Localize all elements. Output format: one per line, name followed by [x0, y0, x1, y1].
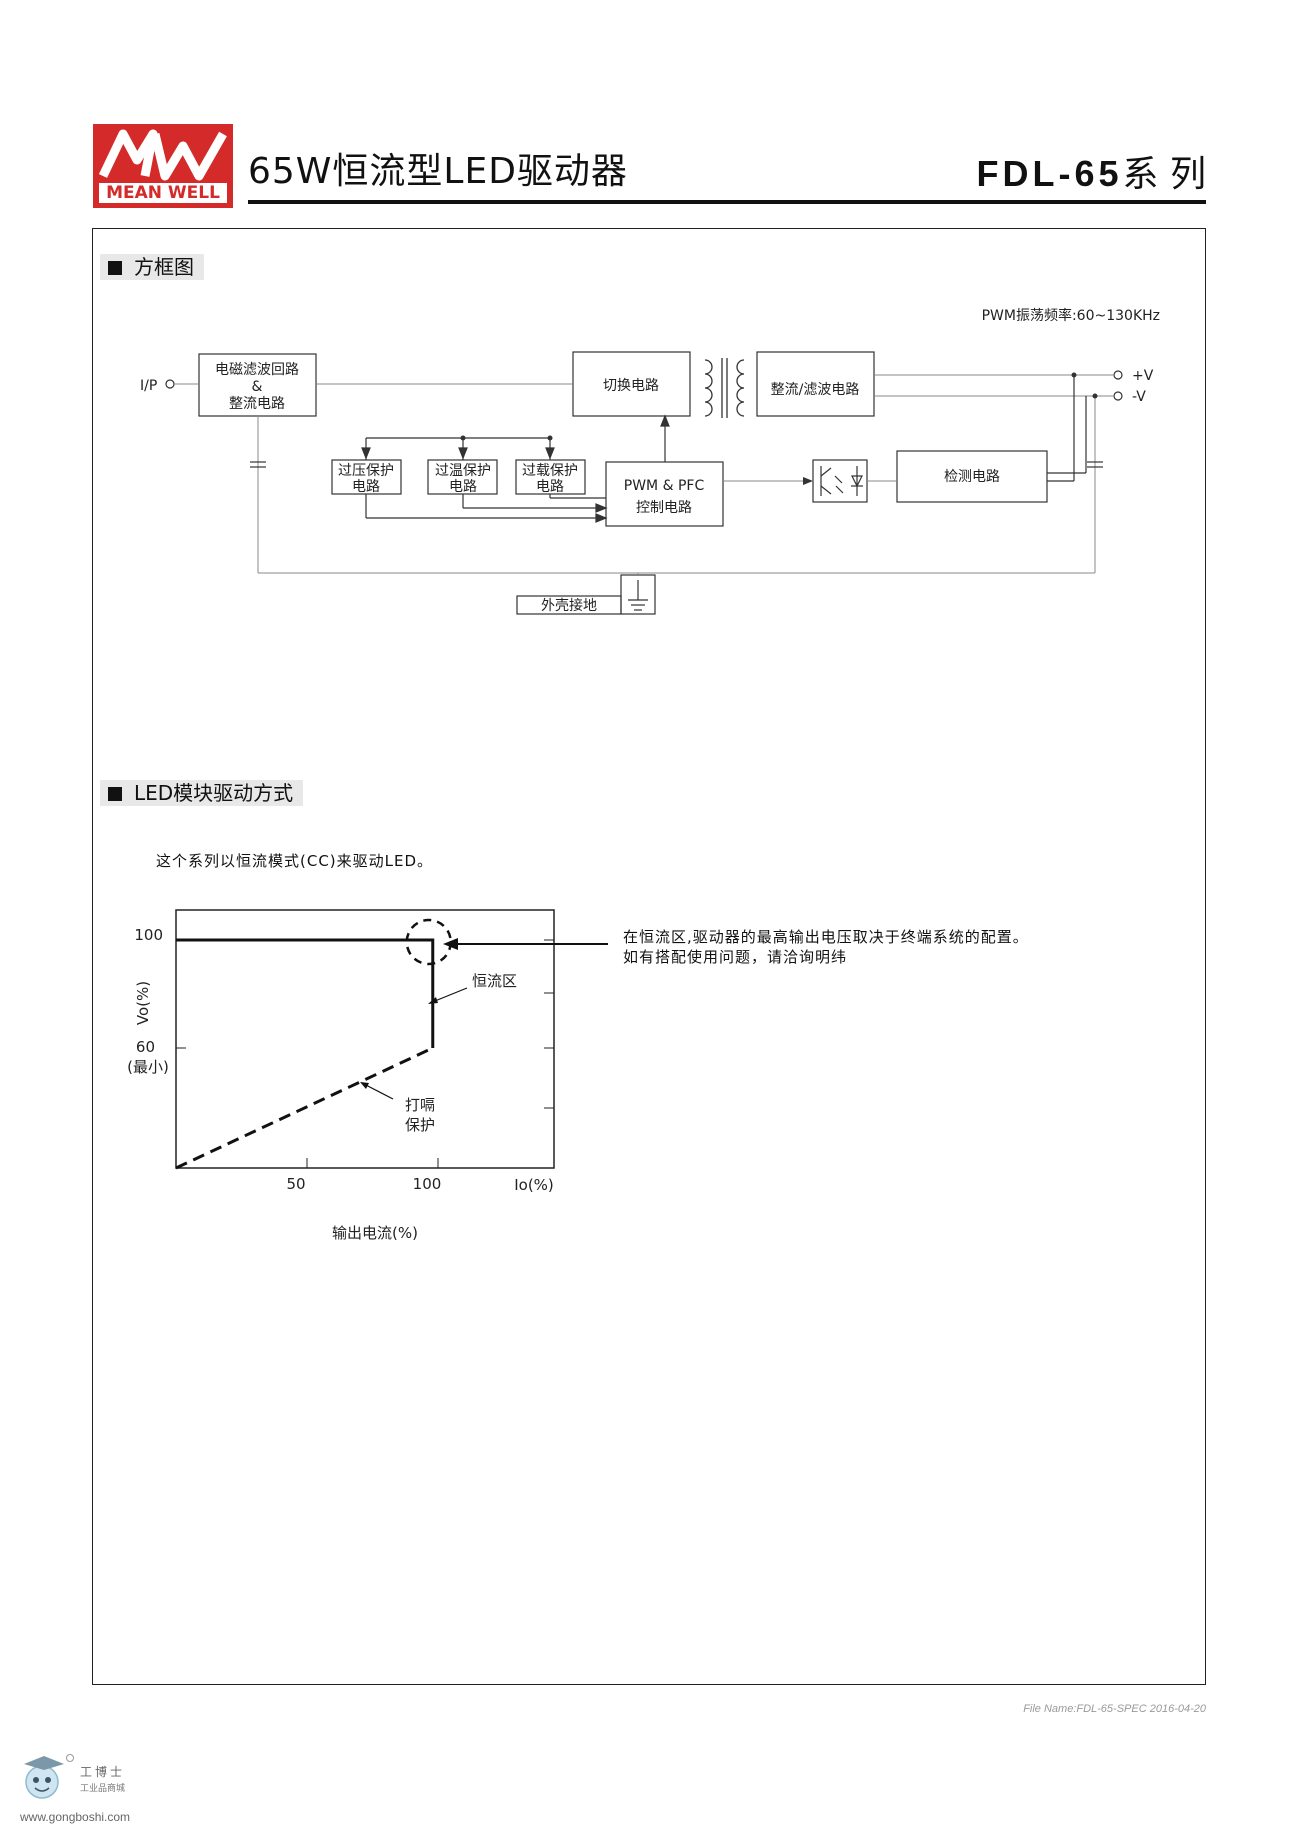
watermark-brand: 工博士: [80, 1765, 126, 1779]
minus-v-label: -V: [1132, 389, 1146, 405]
ovp-label-1: 过压保护: [338, 463, 394, 479]
note-arrowhead: [443, 938, 458, 950]
optocoupler-icon: [820, 466, 863, 496]
x-tick-100: 100: [413, 1175, 442, 1193]
hiccup-label-1: 打嗝: [405, 1096, 435, 1114]
cc-corner-highlight-circle: [405, 918, 453, 966]
hiccup-pointer-head: [360, 1082, 369, 1089]
series-suffix: 系 列: [1122, 154, 1206, 195]
plus-v-label: +V: [1132, 368, 1154, 384]
x-axis-label: 输出电流(%): [332, 1224, 418, 1242]
file-name-footer: File Name:FDL-65-SPEC 2016-04-20: [1023, 1703, 1206, 1715]
ground-icon: [628, 580, 648, 611]
mascot-logo-icon: [24, 1754, 74, 1799]
olp-label-2: 电路: [536, 479, 564, 495]
x-axis-unit-label: Io(%): [514, 1176, 554, 1194]
block-diagram: PWM振荡频率:60~130KHz I/P +V -V 电磁滤波回路 & 整流电…: [140, 307, 1160, 615]
cc-note-line-2: 如有搭配使用问题，请洽询明纬: [623, 948, 848, 966]
switching-label: 切换电路: [603, 377, 659, 394]
y-tick-60-sub: (最小): [127, 1058, 169, 1076]
ground-label: 外壳接地: [541, 597, 597, 614]
y-tick-100: 100: [134, 926, 163, 944]
rectifier-box: [756, 351, 875, 417]
y-axis-label: Vo(%): [134, 981, 152, 1025]
bullet-square-icon: [108, 787, 122, 801]
detection-box: [896, 450, 1048, 503]
section-heading-block-diagram: 方框图: [100, 254, 204, 280]
section-heading-drive-mode: LED模块驱动方式: [100, 780, 304, 806]
emi-label-3: 整流电路: [229, 396, 285, 412]
otp-label-2: 电路: [449, 479, 477, 495]
pwm-pfc-label-1: PWM & PFC: [624, 478, 705, 494]
series-code: FDL-65: [976, 153, 1123, 194]
y-tick-60: 60: [136, 1038, 155, 1056]
drive-mode-heading-text: LED模块驱动方式: [134, 781, 294, 805]
detection-label: 检测电路: [944, 469, 1000, 485]
block-diagram-heading-text: 方框图: [134, 255, 194, 279]
series-line-solid: [176, 938, 435, 1048]
cc-note-line-1: 在恒流区,驱动器的最高输出电压取决于终端系统的配置。: [623, 928, 1029, 946]
input-terminal-label: I/P: [140, 378, 157, 394]
series-line-dashed: [175, 1046, 434, 1170]
chart-plot-area: [175, 909, 555, 1169]
mw-logo-mark: [98, 129, 227, 181]
content-frame: [92, 228, 1206, 1685]
logo-brand-text: MEAN WELL: [99, 183, 227, 203]
cc-region-label: 恒流区: [472, 972, 517, 990]
page-title: 65W恒流型LED驱动器: [248, 151, 628, 192]
mean-well-logo: MEAN WELL: [93, 124, 233, 208]
cc-chart: 100 60 (最小) Vo(%) 50 100 Io(%) 输出电流(%) 恒…: [127, 909, 608, 1242]
watermark-url: www.gongboshi.com: [20, 1810, 131, 1824]
emi-label-1: 电磁滤波回路: [215, 362, 299, 378]
pwm-pfc-label-2: 控制电路: [636, 500, 692, 516]
x-tick-50: 50: [286, 1175, 305, 1193]
watermark-sub: 工业品商城: [80, 1784, 126, 1794]
transformer-icon: [704, 358, 745, 418]
emi-label-2: &: [252, 379, 263, 395]
bullet-square-icon: [108, 261, 122, 275]
otp-label-1: 过温保护: [435, 463, 491, 479]
rectifier-label: 整流/滤波电路: [771, 382, 860, 398]
ovp-label-2: 电路: [352, 479, 380, 495]
header-rule: [248, 200, 1206, 204]
olp-label-1: 过载保护: [522, 463, 578, 479]
drive-mode-description: 这个系列以恒流模式(CC)来驱动LED。: [156, 852, 434, 870]
cc-pointer-head: [428, 997, 438, 1004]
hiccup-label-2: 保护: [405, 1116, 435, 1134]
pwm-frequency-note: PWM振荡频率:60~130KHz: [982, 307, 1160, 324]
series-title: FDL-65系 列: [977, 152, 1206, 197]
